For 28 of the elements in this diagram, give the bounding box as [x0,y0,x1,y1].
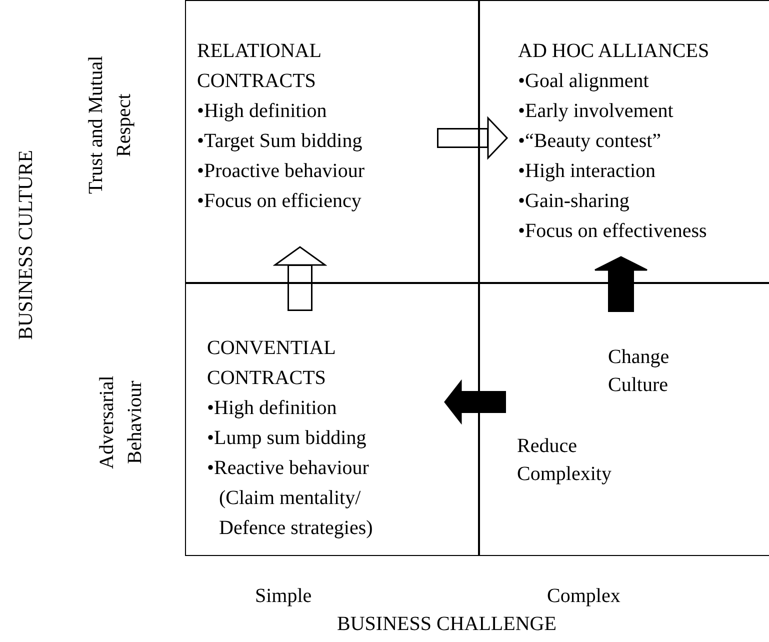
axis-label: BUSINESS CHALLENGE [337,612,556,637]
axis-label: Complex [547,584,620,609]
quadrant-heading: RELATIONAL CONTRACTS [197,39,322,94]
list-item: •Focus on effectiveness [518,219,707,244]
list-item: •Target Sum bidding [197,129,362,154]
quadrant-heading: AD HOC ALLIANCES [518,39,710,64]
quadrant-cell [185,282,480,556]
list-item: •High definition [207,396,337,421]
quadrant-cell [478,282,769,556]
list-item: •Proactive behaviour [197,159,364,184]
edge-label: Change Culture [608,345,670,398]
axis-label: Adversarial Behaviour [95,374,147,471]
list-item: •Gain-sharing [518,189,630,214]
axis-label: BUSINESS CULTURE [14,150,38,340]
list-item: •High definition [197,99,327,124]
list-item: •“Beauty contest” [518,129,662,154]
list-item: •Reactive behaviour (Claim mentality/ Defence strategies) [207,456,374,541]
axis-label: Trust and Mutual Respect [84,54,136,196]
edge-label: Reduce Complexity [517,434,612,487]
list-item: •Focus on efficiency [197,189,362,214]
list-item: •Goal alignment [518,69,649,94]
quadrant-cell [185,0,480,284]
list-item: •Early involvement [518,99,674,124]
quadrant-heading: CONVENTIAL CONTRACTS [207,336,336,391]
axis-label: Simple [255,584,312,609]
list-item: •High interaction [518,159,656,184]
list-item: •Lump sum bidding [207,426,366,451]
quadrant-cell [478,0,769,284]
